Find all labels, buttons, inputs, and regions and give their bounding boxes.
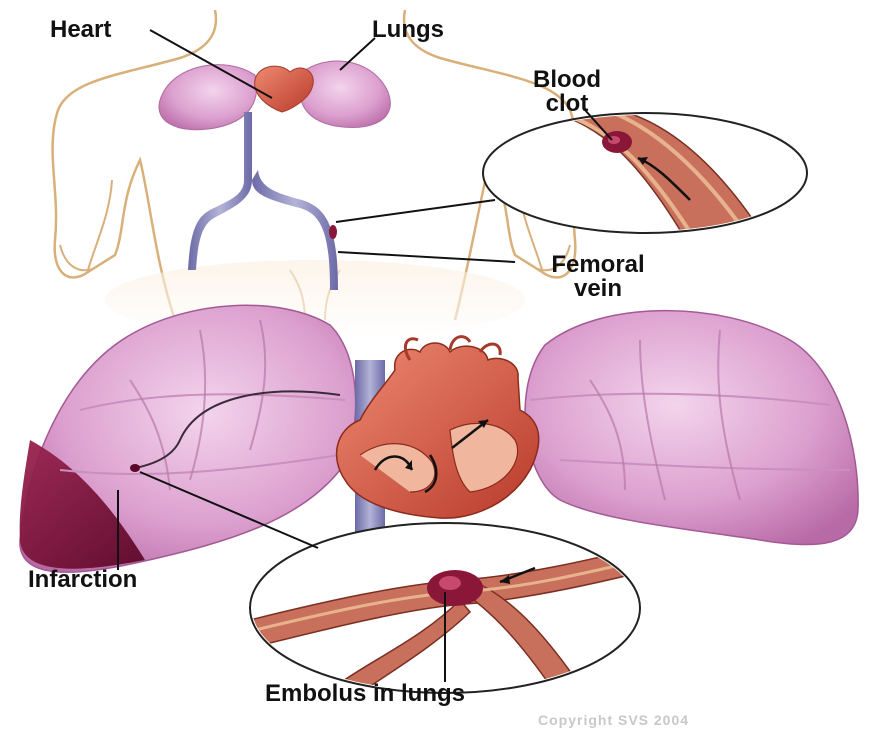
blood-clot-label-line1: Blood bbox=[502, 68, 632, 92]
embolus-magnifier bbox=[250, 523, 650, 700]
femoral-vein-leader-line bbox=[338, 252, 515, 262]
right-lung bbox=[525, 311, 858, 545]
blood-clot-label: Blood clot bbox=[502, 68, 632, 116]
embolus-label: Embolus in lungs bbox=[265, 682, 465, 706]
heart-label: Heart bbox=[50, 18, 111, 42]
blood-clot-magnifier bbox=[483, 108, 807, 233]
blood-clot-label-line2: clot bbox=[502, 92, 632, 116]
left-lung bbox=[20, 305, 356, 572]
copyright-text: Copyright SVS 2004 bbox=[538, 712, 689, 728]
femoral-vein-label: Femoral vein bbox=[518, 253, 678, 301]
femoral-vein-label-line2: vein bbox=[518, 277, 678, 301]
lungs-label: Lungs bbox=[372, 18, 444, 42]
clot-magnifier-leader-line bbox=[336, 200, 495, 222]
infarction-label: Infarction bbox=[28, 568, 137, 592]
femoral-vein-label-line1: Femoral bbox=[518, 253, 678, 277]
